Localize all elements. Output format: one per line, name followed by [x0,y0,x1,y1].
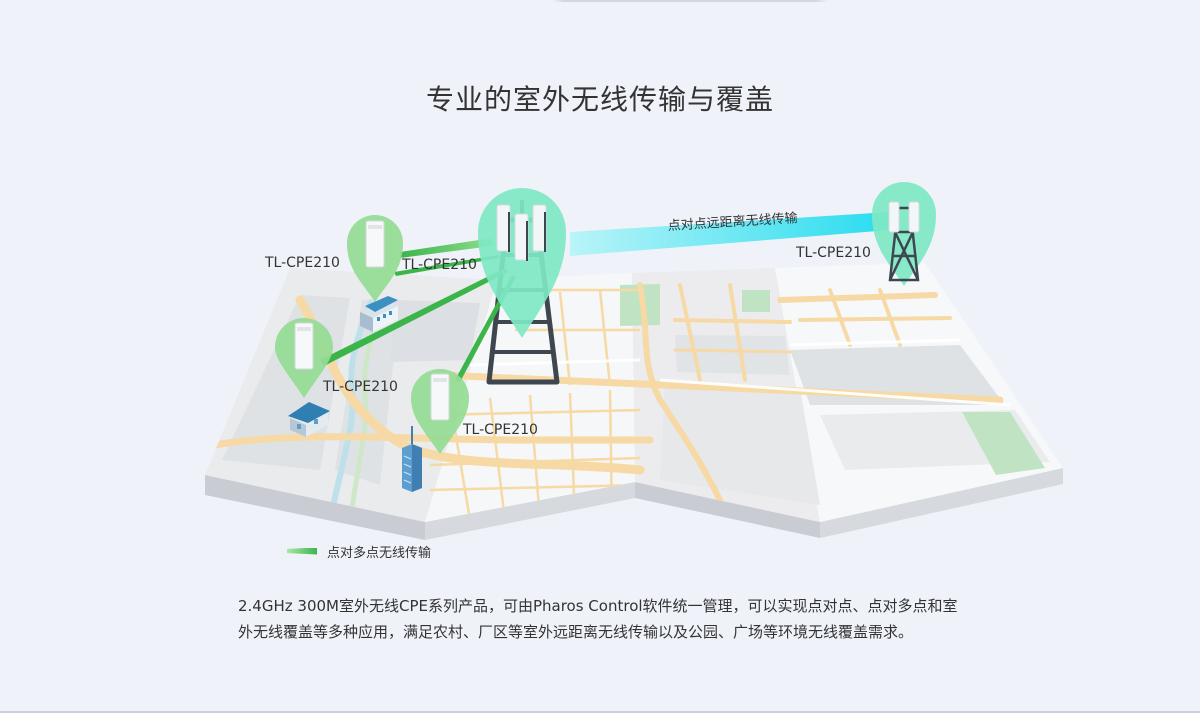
far-tower-pin [872,182,936,286]
skyscraper-building [402,426,422,492]
legend-label: 点对多点无线传输 [327,545,432,561]
p2p-link-label: 点对点远距离无线传输 [667,210,798,234]
factory-building [360,296,398,332]
top-divider [0,0,1200,2]
description-text: 2.4GHz 300M室外无线CPE系列产品，可由Pharos Control软… [238,597,958,641]
p2p-link [570,212,890,256]
device-label: TL-CPE210 [401,257,477,273]
page-title: 专业的室外无线传输与覆盖 [425,83,774,116]
legend-swatch [287,547,317,555]
device-label: TL-CPE210 [462,422,538,438]
cpe-pin-3 [410,368,469,454]
device-label: TL-CPE210 [795,245,871,261]
tower-pin [478,188,566,338]
bottom-divider [0,711,1200,713]
device-label: TL-CPE210 [264,255,340,271]
device-label: TL-CPE210 [322,379,398,395]
house-building [288,402,330,437]
p2mp-links [320,238,516,382]
cpe-pin-2 [275,318,333,398]
folded-city-map [205,263,1063,540]
legend: 点对多点无线传输 [287,541,431,561]
cpe-pin-1 [347,215,403,302]
